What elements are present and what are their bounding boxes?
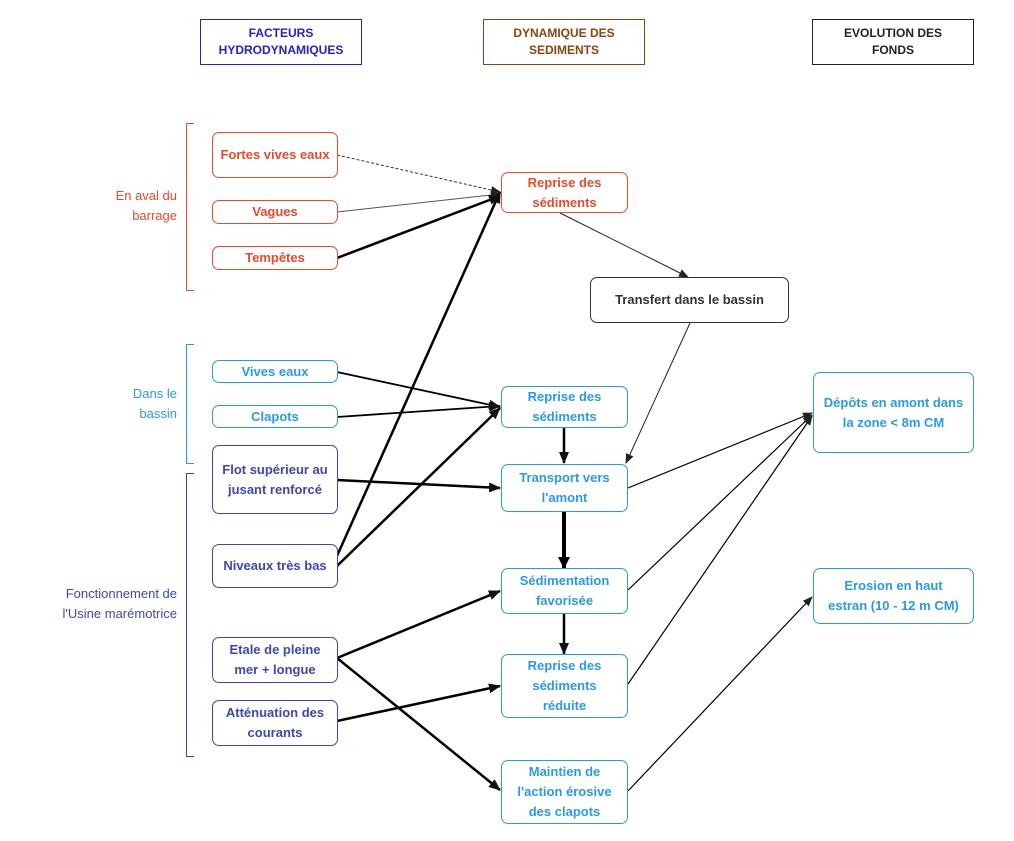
arrow-sedimentation-to-depots <box>627 414 813 591</box>
node-transport-amont: Transport vers l'amont <box>501 464 628 512</box>
node-attenuation: Atténuation des courants <box>212 700 338 746</box>
brace-usine <box>186 473 194 757</box>
arrow-etale-to-sedimentation <box>336 589 501 660</box>
brace-aval <box>186 123 194 291</box>
group-label-bassin: Dans le bassin <box>132 386 177 421</box>
arrow-flot-to-transport <box>336 478 501 493</box>
node-niveaux-tres-bas: Niveaux très bas <box>212 544 338 588</box>
arrow-transfert-to-transport <box>625 322 691 464</box>
brace-bassin <box>186 344 194 464</box>
arrow-niveaux-to-reprise-aval <box>335 191 502 557</box>
arrow-etale-to-maintien <box>336 657 501 791</box>
node-vagues: Vagues <box>212 200 338 224</box>
node-flot-superieur: Flot supérieur au jusant renforcé <box>212 445 338 514</box>
group-label-aval: En aval du barrage <box>115 188 177 223</box>
node-reprise-reduite: Reprise des sédiments réduite <box>501 654 628 718</box>
node-vives-eaux: Vives eaux <box>212 360 338 383</box>
arrow-niveaux-to-reprise-bassin <box>336 407 501 567</box>
node-etale: Etale de pleine mer + longue <box>212 637 338 683</box>
node-erosion-haut-estran: Erosion en haut estran (10 - 12 m CM) <box>813 568 974 624</box>
node-sedimentation: Sédimentation favorisée <box>501 568 628 614</box>
header-dynamique: DYNAMIQUE DES SEDIMENTS <box>483 19 645 65</box>
node-reprise-aval: Reprise des sédiments <box>501 172 628 213</box>
node-reprise-bassin: Reprise des sédiments <box>501 386 628 428</box>
arrow-reprise-aval-to-transfert <box>559 212 689 278</box>
arrow-vives-to-reprise-bassin <box>336 371 501 410</box>
arrow-tempetes-to-reprise-aval <box>336 194 501 260</box>
arrow-transport-to-depots <box>627 412 813 489</box>
arrow-reprise-reduite-to-depots <box>627 415 813 685</box>
group-label-usine: Fonctionnement de l'Usine marémotrice <box>62 586 177 621</box>
node-clapots: Clapots <box>212 405 338 428</box>
header-facteurs: FACTEURS HYDRODYNAMIQUES <box>200 19 362 65</box>
arrow-vagues-to-reprise-aval <box>336 191 501 213</box>
node-tempetes: Tempêtes <box>212 246 338 270</box>
arrow-maintien-to-erosion <box>627 596 813 792</box>
node-fortes-vives-eaux: Fortes vives eaux <box>212 132 338 178</box>
node-maintien: Maintien de l'action érosive des clapots <box>501 760 628 824</box>
arrow-fortes-to-reprise-aval <box>336 154 501 194</box>
arrow-clapots-to-reprise-bassin <box>336 401 501 418</box>
arrow-attenuation-to-reprise-reduite <box>336 683 501 723</box>
header-evolution: EVOLUTION DES FONDS <box>812 19 974 65</box>
node-depots-amont: Dépôts en amont dans la zone < 8m CM <box>813 372 974 453</box>
node-transfert-bassin: Transfert dans le bassin <box>590 277 789 323</box>
